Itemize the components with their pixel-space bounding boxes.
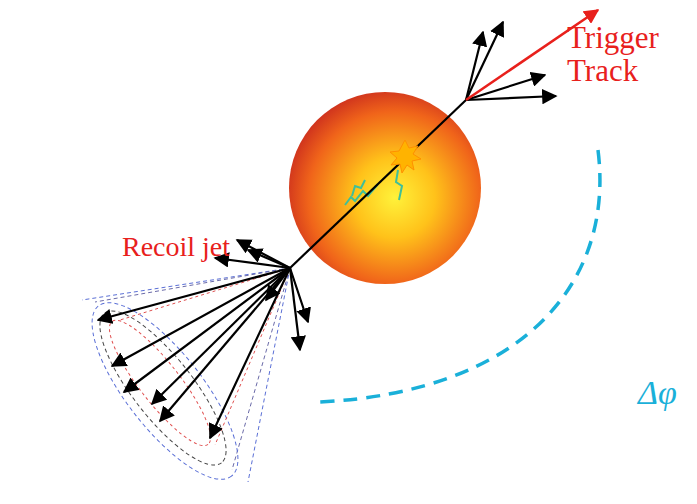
delta-phi-arc <box>320 150 600 402</box>
jet-cone <box>69 268 290 500</box>
hard-scattering <box>390 140 421 173</box>
dijet-axis <box>290 100 466 268</box>
trigger-fragments <box>466 22 556 100</box>
medium-sphere <box>289 92 481 284</box>
recoil-label: Recoil jet <box>122 232 282 261</box>
trigger-label: Trigger Track <box>567 22 679 87</box>
delta-phi-label: Δφ <box>638 375 693 411</box>
recoil-fragments <box>98 240 308 438</box>
